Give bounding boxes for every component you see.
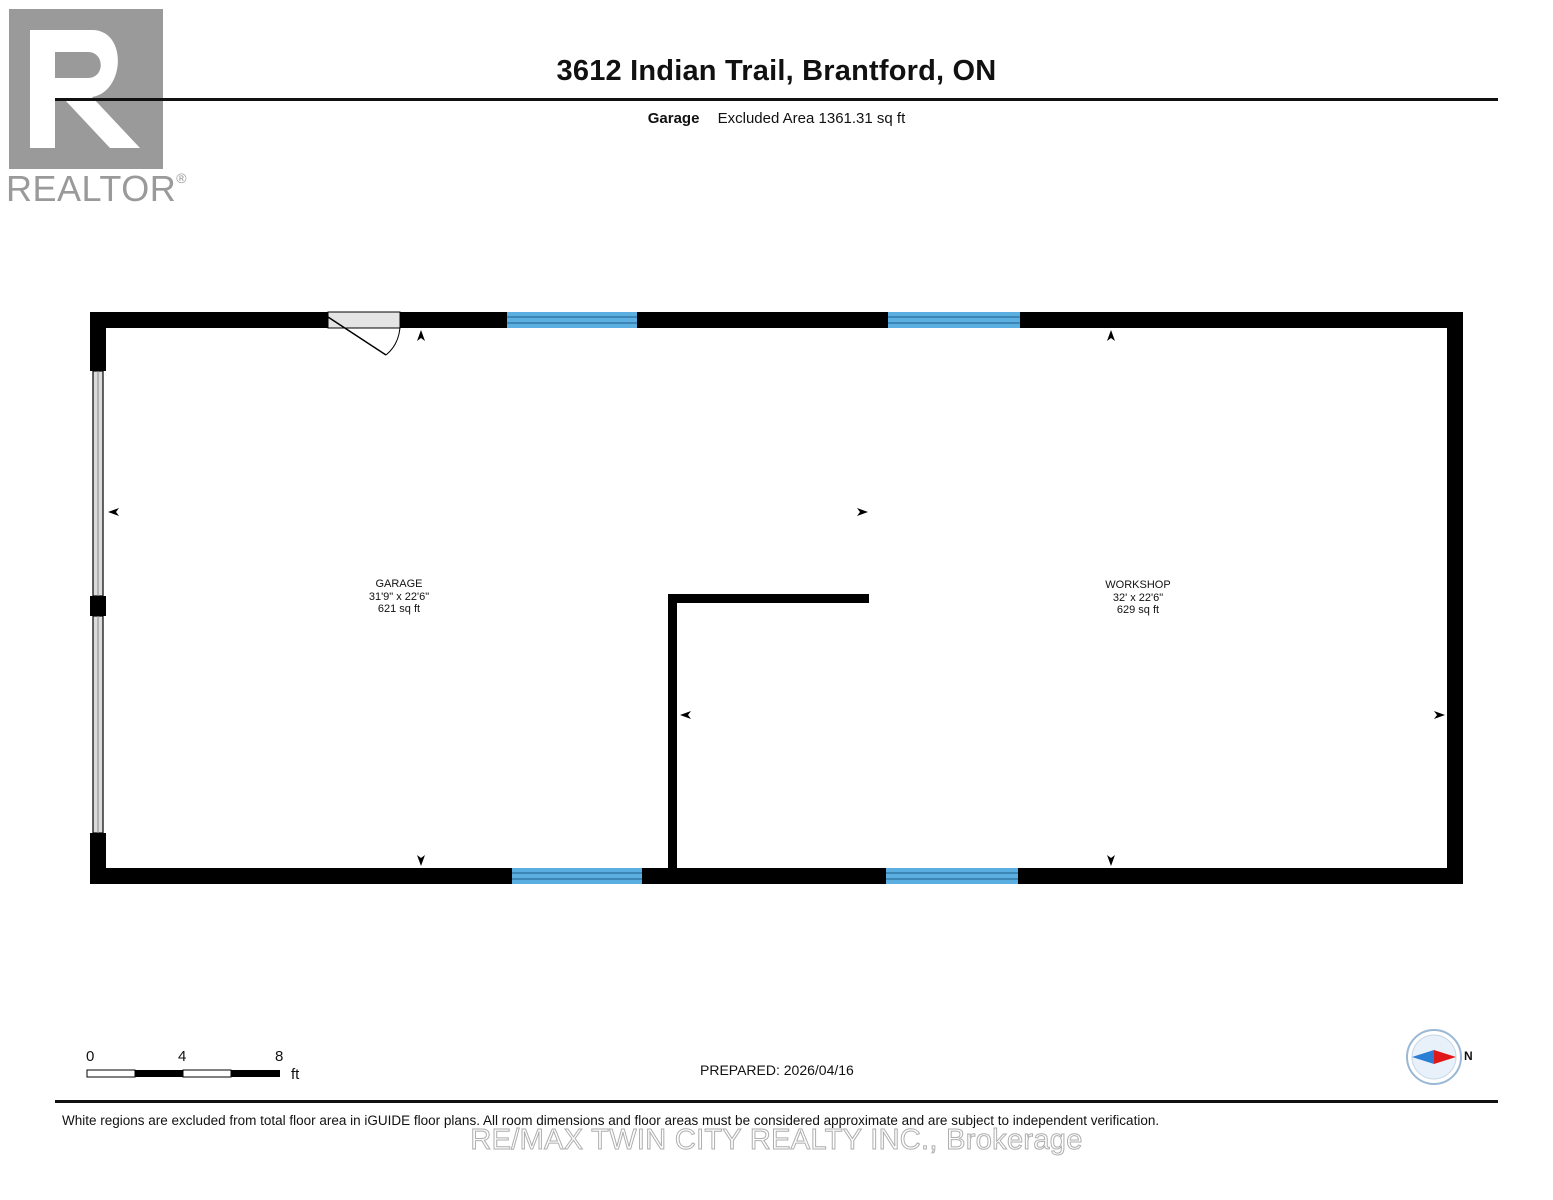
scale-bar: [86, 1069, 280, 1078]
wall-top-left: [90, 312, 328, 328]
scale-label: 0: [86, 1048, 95, 1065]
disclaimer-text: White regions are excluded from total fl…: [62, 1113, 1160, 1128]
marker-left: [108, 508, 119, 516]
windows: [507, 312, 1020, 884]
title-divider: [55, 98, 1498, 101]
room-name: GARAGE: [375, 578, 423, 590]
room-area: 629 sq ft: [1116, 604, 1160, 616]
window-bottom-1: [512, 868, 642, 884]
wall-bottom: [90, 868, 1463, 884]
area-summary-label: Garage: [647, 110, 700, 127]
room-label-workshop: WORKSHOP 32' x 22'6" 629 sq ft: [1038, 579, 1238, 617]
marker-up: [417, 330, 425, 341]
room-name: WORKSHOP: [1105, 579, 1171, 591]
footer-divider: [55, 1100, 1498, 1103]
brokerage-watermark: RE/MAX TWIN CITY REALTY INC., Brokerage: [470, 1124, 1083, 1157]
marker-right: [857, 508, 868, 516]
wall-right: [1447, 312, 1463, 884]
wall-left-bottom: [90, 833, 106, 884]
page-title: 3612 Indian Trail, Brantford, ON: [556, 55, 997, 87]
window-bottom-2: [886, 868, 1018, 884]
compass-north-label: N: [1464, 1049, 1473, 1063]
window-top-2: [888, 312, 1020, 328]
entry-door: [327, 311, 401, 356]
exterior-walls: [90, 312, 1463, 884]
wall-left-top: [90, 312, 106, 371]
area-summary: Garage Excluded Area 1361.31 sq ft: [0, 110, 1553, 127]
scale-label: 8: [275, 1048, 284, 1065]
window-top-1: [507, 312, 637, 328]
marker-right: [1434, 711, 1445, 719]
interior-wall-vertical: [668, 594, 677, 876]
garage-door-upper: [92, 370, 104, 597]
room-area: 621 sq ft: [377, 603, 421, 615]
garage-door-lower: [92, 615, 104, 834]
scale-unit: ft: [291, 1066, 300, 1083]
marker-down: [417, 855, 425, 866]
prepared-date: PREPARED: 2026/04/16: [700, 1062, 854, 1078]
dimension-markers: [108, 330, 1445, 866]
scale-label: 4: [178, 1048, 187, 1065]
room-dimensions: 32' x 22'6": [1112, 591, 1164, 604]
realtor-logo-icon: [9, 9, 163, 169]
room-label-garage: GARAGE 31'9" x 22'6" 621 sq ft: [299, 578, 499, 616]
wall-left-mid: [90, 596, 106, 616]
floor-plan: [90, 311, 1463, 884]
realtor-logo-text: REALTOR®: [6, 168, 188, 209]
room-dimensions: 31'9" x 22'6": [368, 590, 430, 603]
marker-down: [1107, 855, 1115, 866]
interior-wall-horizontal: [668, 594, 869, 603]
marker-left: [680, 711, 691, 719]
area-summary-value: Excluded Area 1361.31 sq ft: [717, 110, 906, 127]
marker-up: [1107, 330, 1115, 341]
compass-icon: [1406, 1029, 1462, 1085]
